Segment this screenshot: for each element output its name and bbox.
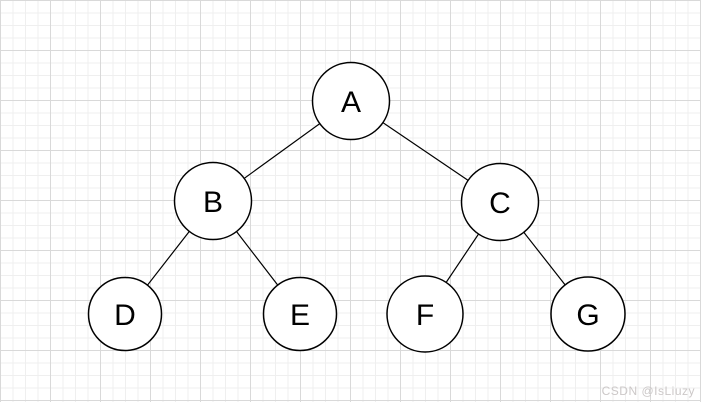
- node-a-circle: [311, 61, 391, 141]
- tree-node-c: C: [460, 162, 540, 242]
- tree-node-a: A: [311, 61, 391, 141]
- node-b-circle: [173, 161, 253, 241]
- node-f-label: F: [416, 299, 434, 332]
- node-d-label: D: [114, 299, 136, 332]
- node-c-label: C: [489, 187, 511, 220]
- node-g-label: G: [576, 299, 599, 332]
- tree-node-b: B: [173, 161, 253, 241]
- tree-node-e: E: [262, 276, 338, 352]
- node-e-label: E: [290, 299, 310, 332]
- node-a-label: A: [341, 86, 361, 119]
- node-c-circle: [460, 162, 540, 242]
- node-f-circle: [386, 275, 464, 353]
- tree-node-d: D: [87, 276, 163, 352]
- node-d-circle: [87, 276, 163, 352]
- tree-node-g: G: [550, 276, 626, 352]
- tree-node-f: F: [386, 275, 464, 353]
- node-b-label: B: [203, 186, 223, 219]
- node-g-circle: [550, 276, 626, 352]
- node-e-circle: [262, 276, 338, 352]
- watermark: CSDN @IsLiuzy: [601, 384, 695, 398]
